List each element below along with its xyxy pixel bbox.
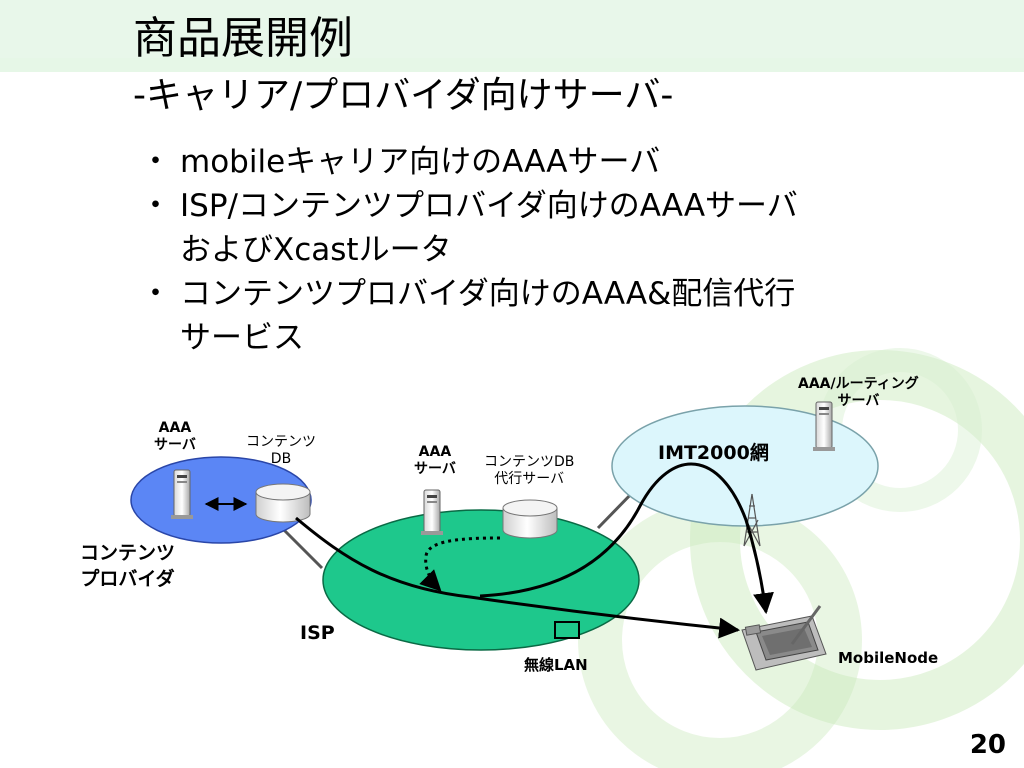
bullet-text: サービス (180, 320, 304, 356)
content-provider-aaa-server-label: AAA サーバ (154, 420, 196, 454)
mobile-node-label: MobileNode (838, 649, 939, 667)
wireless-lan-label: 無線LAN (524, 656, 588, 674)
content-db-label: コンテンツ DB (246, 434, 316, 468)
slide-subtitle: -キャリア/プロバイダ向けサーバ- (133, 75, 674, 116)
label-line: DB (270, 451, 292, 467)
label-line: AAA/ルーティング (798, 376, 919, 392)
label-line: コンテンツ (80, 542, 176, 564)
server-icon (171, 469, 193, 519)
label-line: サーバ (154, 437, 196, 453)
label-line: コンテンツ (246, 434, 316, 450)
isp-network-label: ISP (300, 622, 335, 644)
wireless-lan-access-point (554, 621, 580, 639)
bullet-text: コンテンツプロバイダ向けのAAA&配信代行 (180, 276, 796, 312)
content-provider-label: コンテンツ プロバイダ (80, 540, 175, 592)
bullet-marker: ・ (140, 144, 171, 180)
bullet-list: ・ mobileキャリア向けのAAAサーバ ・ ISP/コンテンツプロバイダ向け… (140, 140, 798, 360)
imt2000-network-label: IMT2000網 (658, 442, 769, 464)
database-icon (255, 483, 311, 523)
content-db-proxy-server-label: コンテンツDB 代行サーバ (484, 454, 574, 488)
bullet-text: ISP/コンテンツプロバイダ向けのAAAサーバ (180, 188, 798, 224)
isp-network (322, 509, 640, 651)
server-icon (813, 401, 835, 451)
slide-title: 商品展開例 (133, 13, 353, 64)
label-line: サーバ (837, 393, 880, 409)
bullet-item-mobile-carrier: ・ mobileキャリア向けのAAAサーバ (140, 140, 798, 184)
label-line: AAA (418, 444, 452, 460)
database-icon (502, 499, 558, 539)
mobile-node-device-icon (741, 605, 827, 671)
isp-aaa-server-label: AAA サーバ (414, 444, 456, 478)
label-line: プロバイダ (80, 568, 175, 590)
bullet-text: およびXcastルータ (180, 232, 452, 268)
imt2000-route-path (479, 462, 774, 615)
page-number: 20 (969, 730, 1006, 760)
label-line: AAA (158, 420, 192, 436)
bullet-item-isp-content-provider: ・ ISP/コンテンツプロバイダ向けのAAAサーバ およびXcastルータ (140, 184, 798, 272)
bullet-item-content-provider-service: ・ コンテンツプロバイダ向けのAAA&配信代行 サービス (140, 272, 798, 360)
aaa-routing-server-label: AAA/ルーティング サーバ (798, 376, 919, 410)
label-line: 代行サーバ (494, 471, 565, 487)
network-connectors (280, 488, 642, 570)
label-line: コンテンツDB (484, 454, 575, 470)
bullet-marker: ・ (140, 276, 171, 312)
imt2000-network (611, 405, 879, 527)
bullet-text: mobileキャリア向けのAAAサーバ (180, 144, 661, 180)
bullet-marker: ・ (140, 188, 171, 224)
label-line: サーバ (414, 461, 456, 477)
content-delivery-path (295, 516, 741, 639)
isp-internal-dotted-path (419, 536, 501, 592)
server-icon (421, 489, 443, 535)
